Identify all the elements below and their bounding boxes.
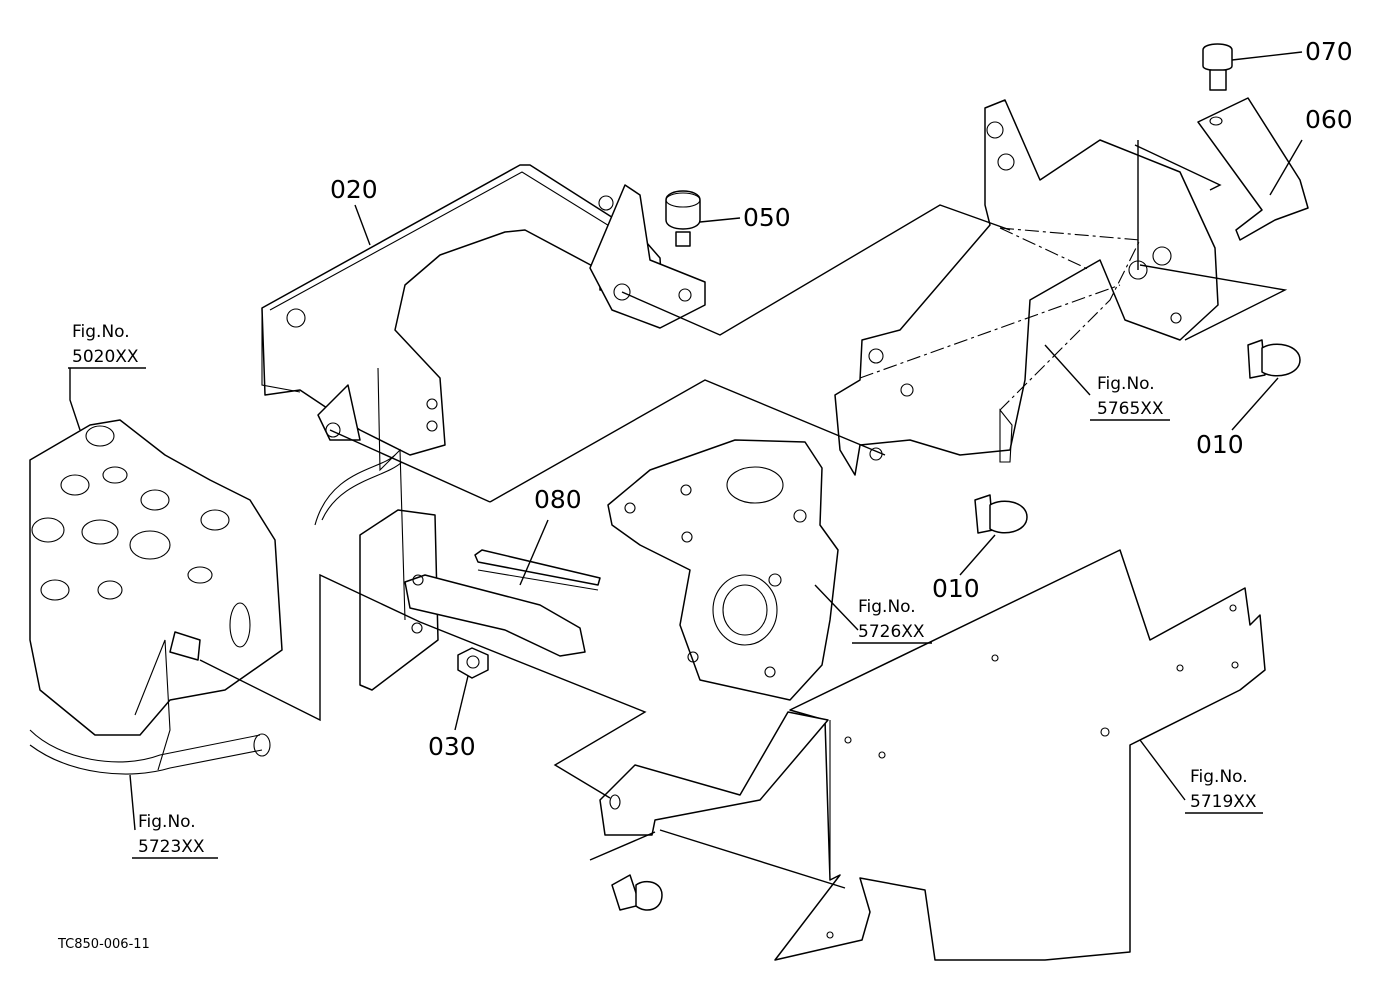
assembly-5765 [834, 99, 1219, 476]
phantom-lines [199, 140, 1288, 889]
plate-5719 [599, 549, 1266, 961]
callout-070: 070 [1305, 37, 1353, 66]
bolt-070 [1202, 43, 1233, 91]
cylinder-head-5020 [29, 419, 283, 775]
rod-assembly [314, 367, 601, 691]
figure-refs: Fig.No. 5020XX Fig.No. 5765XX Fig.No. 57… [68, 322, 1263, 859]
callout-010-lower: 010 [932, 574, 980, 603]
fig-5726-label: Fig.No. [858, 597, 916, 617]
fig-5765-number: 5765XX [1097, 399, 1164, 419]
fig-5020-label: Fig.No. [72, 322, 130, 342]
callout-labels: 070 060 050 020 080 030 010 010 [330, 37, 1353, 761]
fig-5719-number: 5719XX [1190, 792, 1257, 812]
fig-5719-label: Fig.No. [1190, 767, 1248, 787]
fig-5723-number: 5723XX [138, 837, 205, 857]
callout-010-upper: 010 [1196, 430, 1244, 459]
fig-5020-number: 5020XX [72, 347, 139, 367]
bolt-010-upper [1247, 339, 1301, 379]
bolt-050 [665, 190, 701, 247]
assembly-5726 [607, 439, 839, 701]
fig-5726-number: 5726XX [858, 622, 925, 642]
callout-060: 060 [1305, 105, 1353, 134]
fig-5723-label: Fig.No. [138, 812, 196, 832]
callout-050: 050 [743, 203, 791, 232]
callout-030: 030 [428, 732, 476, 761]
drawing-code: TC850-006-11 [57, 937, 150, 952]
nut-030 [457, 647, 489, 679]
bolt-bottom [611, 874, 663, 911]
bolt-010-lower [974, 494, 1028, 534]
bracket-060 [1197, 97, 1309, 241]
callout-leaders [69, 51, 1303, 831]
callout-080: 080 [534, 485, 582, 514]
fig-5765-label: Fig.No. [1097, 374, 1155, 394]
bracket-020 [261, 164, 706, 456]
callout-020: 020 [330, 175, 378, 204]
